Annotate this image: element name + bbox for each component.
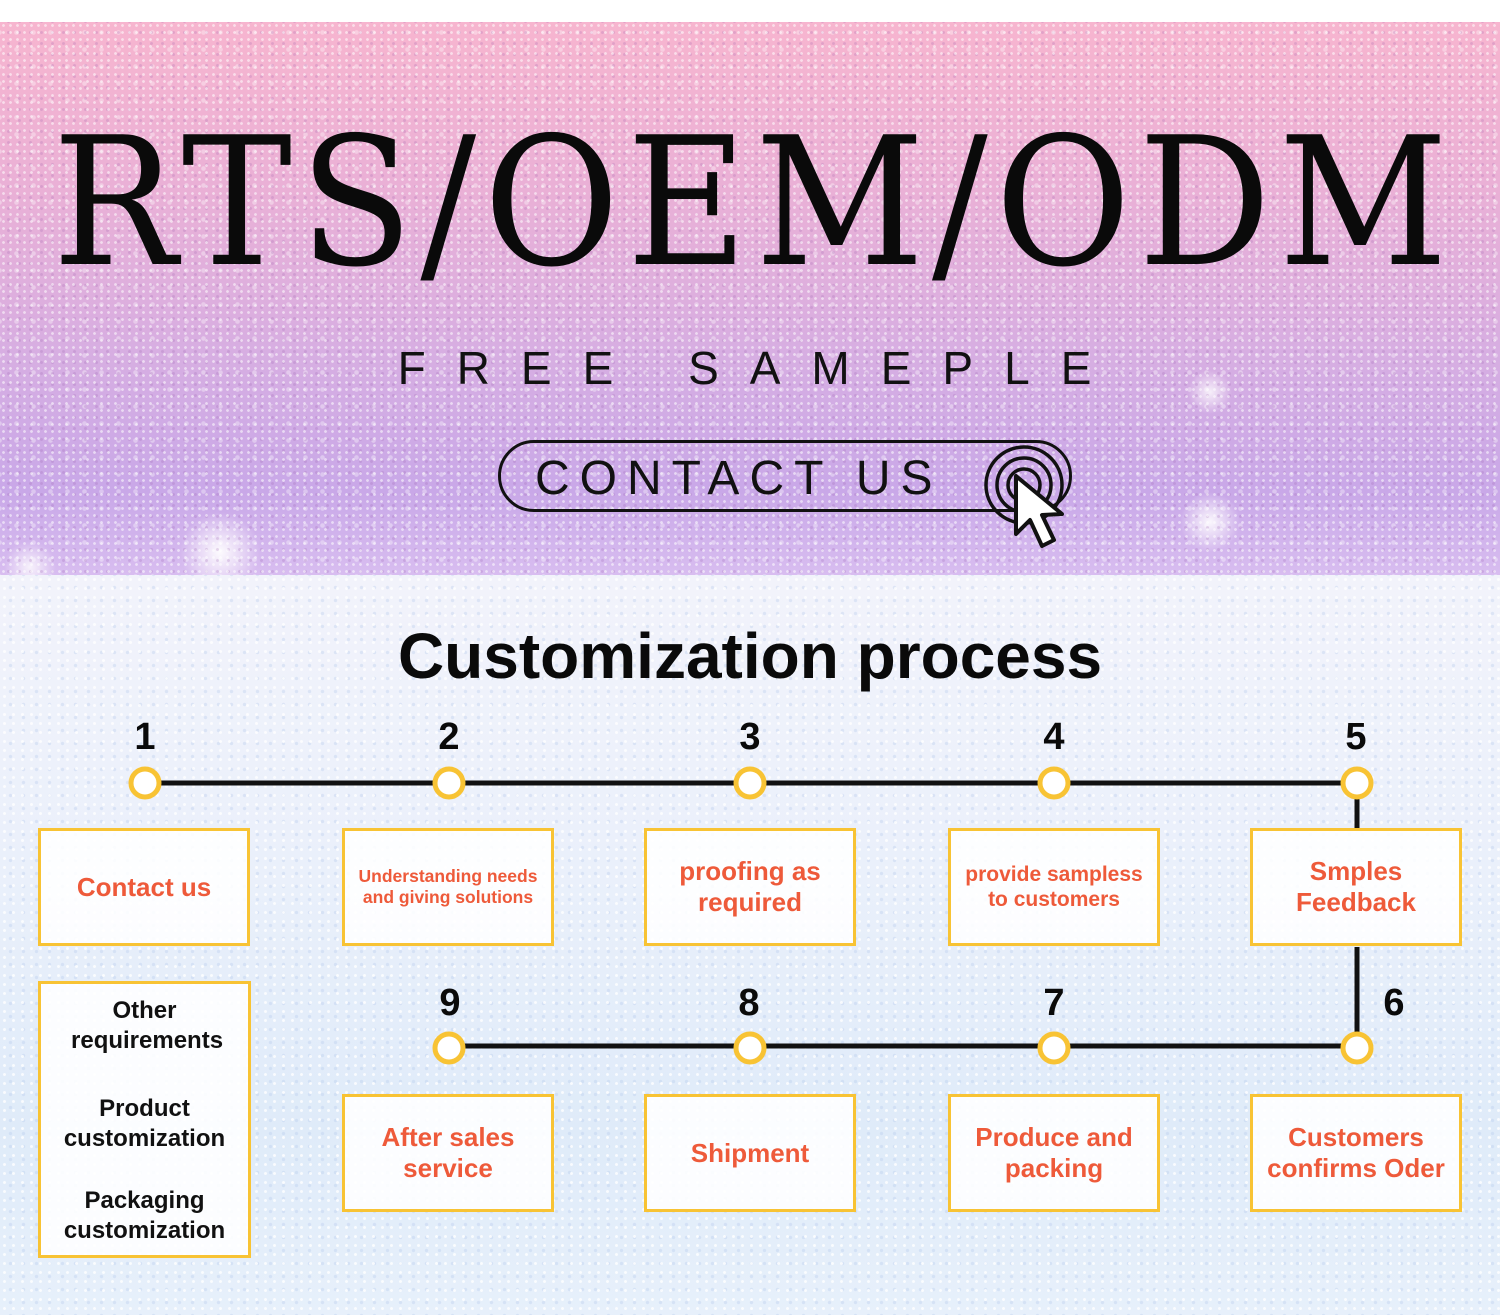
step-label-9: After sales service bbox=[381, 1122, 515, 1183]
glitter-banner bbox=[0, 22, 1500, 575]
step-label-7: Produce and packing bbox=[975, 1122, 1133, 1183]
step-label-1: Contact us bbox=[76, 871, 212, 902]
step-label-6: Customers confirms Oder bbox=[1267, 1122, 1445, 1183]
banner-title: RTS/OEM/ODM bbox=[52, 99, 1456, 306]
contact-us-label: CONTACT US bbox=[535, 452, 943, 505]
step-label-8: Shipment bbox=[690, 1137, 810, 1168]
step-number-3: 3 bbox=[739, 716, 761, 758]
banner-subtitle: FREE SAMEPLE bbox=[397, 342, 1123, 394]
process-title: Customization process bbox=[397, 620, 1103, 692]
other-item-packaging-customization: Packaging customization bbox=[63, 1187, 226, 1244]
step-box-5: Smples Feedback bbox=[1250, 828, 1462, 946]
step-number-2: 2 bbox=[438, 716, 460, 758]
step-box-1: Contact us bbox=[38, 828, 250, 946]
contact-us-button[interactable]: CONTACT US bbox=[498, 440, 1072, 512]
step-box-9: After sales service bbox=[342, 1094, 554, 1212]
step-label-2: Understanding needs and giving solutions bbox=[358, 866, 538, 907]
step-box-4: provide sampless to customers bbox=[948, 828, 1160, 946]
step-number-1: 1 bbox=[134, 716, 156, 758]
step-box-6: Customers confirms Oder bbox=[1250, 1094, 1462, 1212]
step-box-3: proofing as required bbox=[644, 828, 856, 946]
other-item-requirements: Other requirements bbox=[71, 997, 224, 1054]
pointer-cursor-click-icon[interactable] bbox=[978, 442, 1098, 560]
step-number-6: 6 bbox=[1383, 982, 1405, 1024]
step-label-4: provide sampless to customers bbox=[965, 863, 1143, 911]
step-number-7: 7 bbox=[1043, 982, 1065, 1024]
step-label-3: proofing as required bbox=[679, 856, 821, 917]
other-item-product-customization: Product customization bbox=[63, 1095, 226, 1152]
other-requirements-box: Other requirements Product customization… bbox=[38, 981, 251, 1258]
step-box-8: Shipment bbox=[644, 1094, 856, 1212]
step-number-5: 5 bbox=[1345, 716, 1367, 758]
step-box-2: Understanding needs and giving solutions bbox=[342, 828, 554, 946]
step-box-7: Produce and packing bbox=[948, 1094, 1160, 1212]
step-number-8: 8 bbox=[738, 982, 760, 1024]
step-number-9: 9 bbox=[439, 982, 461, 1024]
step-label-5: Smples Feedback bbox=[1296, 856, 1416, 917]
step-number-4: 4 bbox=[1043, 716, 1065, 758]
